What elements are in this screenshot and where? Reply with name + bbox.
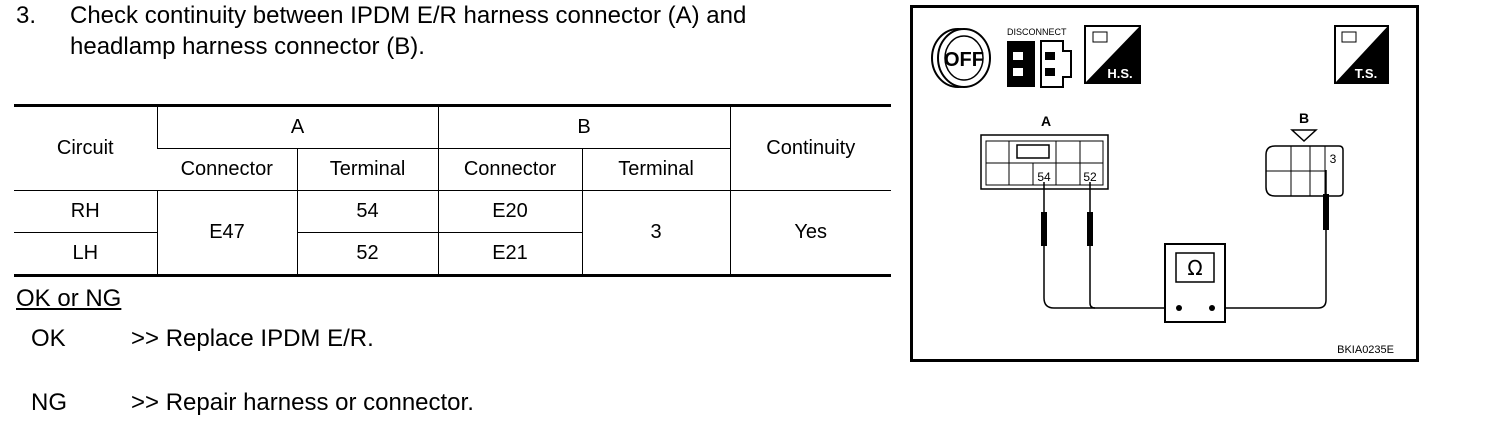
header-connector-a: A	[156, 104, 438, 149]
connector-a-label: A	[1041, 113, 1051, 129]
connector-a: A 54 52	[980, 113, 1109, 190]
disconnect-icon: DISCONNECT	[1007, 27, 1072, 88]
continuity-table: Circuit A B Continuity Connector Termina…	[14, 104, 891, 277]
ok-label: OK	[31, 325, 66, 352]
wiring-diagram: OFF DISCONNECT H.S. T.S. A	[931, 25, 1389, 323]
off-text: OFF	[944, 49, 984, 71]
pin-3-label: 3	[1330, 152, 1337, 166]
probe-54	[1041, 182, 1167, 309]
connector-b: B 3	[1265, 110, 1344, 197]
pin-54-label: 54	[1037, 170, 1051, 184]
table-subheader-row: Connector Terminal Connector Terminal	[14, 148, 891, 191]
connector-b-label: B	[1299, 110, 1309, 126]
cell-b-connector: E20	[437, 190, 582, 233]
terminal-sensor-icon: T.S.	[1334, 25, 1389, 84]
subheader-connector-a: Connector	[157, 148, 297, 191]
header-continuity: Continuity	[729, 104, 891, 191]
cell-a-terminal: 54	[296, 190, 438, 233]
step-text: Check continuity between IPDM E/R harnes…	[70, 0, 910, 62]
step-number: 3.	[16, 2, 37, 29]
table-header-row: Circuit A B Continuity	[14, 104, 891, 191]
ng-label: NG	[31, 389, 67, 416]
figure-code: BKIA0235E	[1337, 344, 1394, 356]
cell-b-terminal: 3	[581, 190, 730, 277]
cell-circuit: LH	[14, 232, 157, 277]
wiring-figure: OFF DISCONNECT H.S. T.S. A	[910, 5, 1419, 362]
cell-a-terminal: 52	[296, 232, 438, 277]
subheader-connector-b: Connector	[437, 148, 582, 191]
step-text-line1: Check continuity between IPDM E/R harnes…	[70, 2, 747, 29]
result-heading: OK or NG	[16, 285, 122, 312]
table-row: RH E47 54 E20 3 Yes	[14, 190, 891, 277]
cell-a-connector: E47	[156, 190, 297, 277]
pin-52-label: 52	[1083, 170, 1097, 184]
subheader-terminal-a: Terminal	[296, 148, 438, 191]
cell-continuity: Yes	[729, 190, 891, 277]
table-row: LH 52 E21	[14, 232, 891, 277]
cell-b-connector: E21	[437, 232, 582, 277]
subheader-terminal-b: Terminal	[581, 148, 730, 191]
ok-action: >> Replace IPDM E/R.	[131, 325, 374, 352]
hs-text: H.S.	[1107, 66, 1132, 81]
ohmmeter: Ω	[1164, 243, 1226, 323]
ohm-symbol: Ω	[1187, 256, 1202, 280]
step-text-line2: headlamp harness connector (B).	[70, 33, 425, 60]
cell-circuit: RH	[14, 190, 157, 233]
header-connector-b: B	[437, 104, 730, 149]
harness-sensor-icon: H.S.	[1084, 25, 1141, 84]
probe-3	[1213, 170, 1329, 309]
ng-action: >> Repair harness or connector.	[131, 389, 474, 416]
probe-52	[1087, 182, 1096, 309]
ts-text: T.S.	[1355, 66, 1377, 81]
disconnect-text: DISCONNECT	[1007, 27, 1067, 37]
header-circuit: Circuit	[14, 104, 157, 191]
ignition-off-icon: OFF	[931, 28, 991, 88]
